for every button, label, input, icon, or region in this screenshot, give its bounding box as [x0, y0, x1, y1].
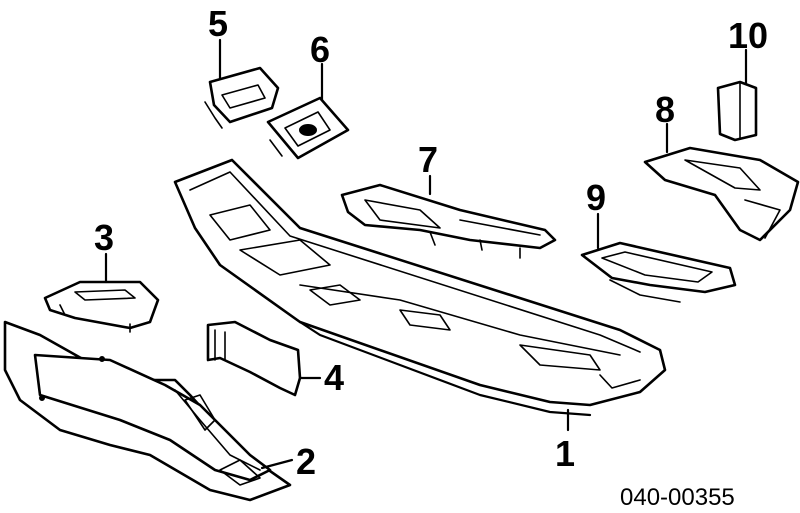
part-3-shifter-cover	[43, 280, 160, 333]
callout-7: 7	[418, 139, 438, 180]
part-5-switch	[204, 66, 280, 129]
part-1-center-console	[173, 158, 667, 417]
callout-2: 2	[296, 441, 316, 482]
diagram-part-number: 040-00355	[620, 484, 735, 511]
callout-9: 9	[586, 177, 606, 218]
part-2-rear-console-section	[3, 320, 292, 502]
callout-1: 1	[555, 433, 575, 474]
part-10-pad	[716, 80, 758, 142]
part-7-tray	[340, 183, 557, 259]
part-6-switch	[266, 96, 350, 160]
callout-6: 6	[310, 29, 330, 70]
part-9-tray-insert	[580, 241, 737, 303]
callout-8: 8	[655, 89, 675, 130]
part-8-rear-tray	[643, 146, 800, 242]
callout-10: 10	[728, 15, 768, 56]
part-4-trim-panel	[206, 320, 302, 397]
callout-4: 4	[324, 357, 344, 398]
callout-3: 3	[94, 217, 114, 258]
callout-5: 5	[208, 3, 228, 44]
leader-lines	[104, 38, 748, 470]
